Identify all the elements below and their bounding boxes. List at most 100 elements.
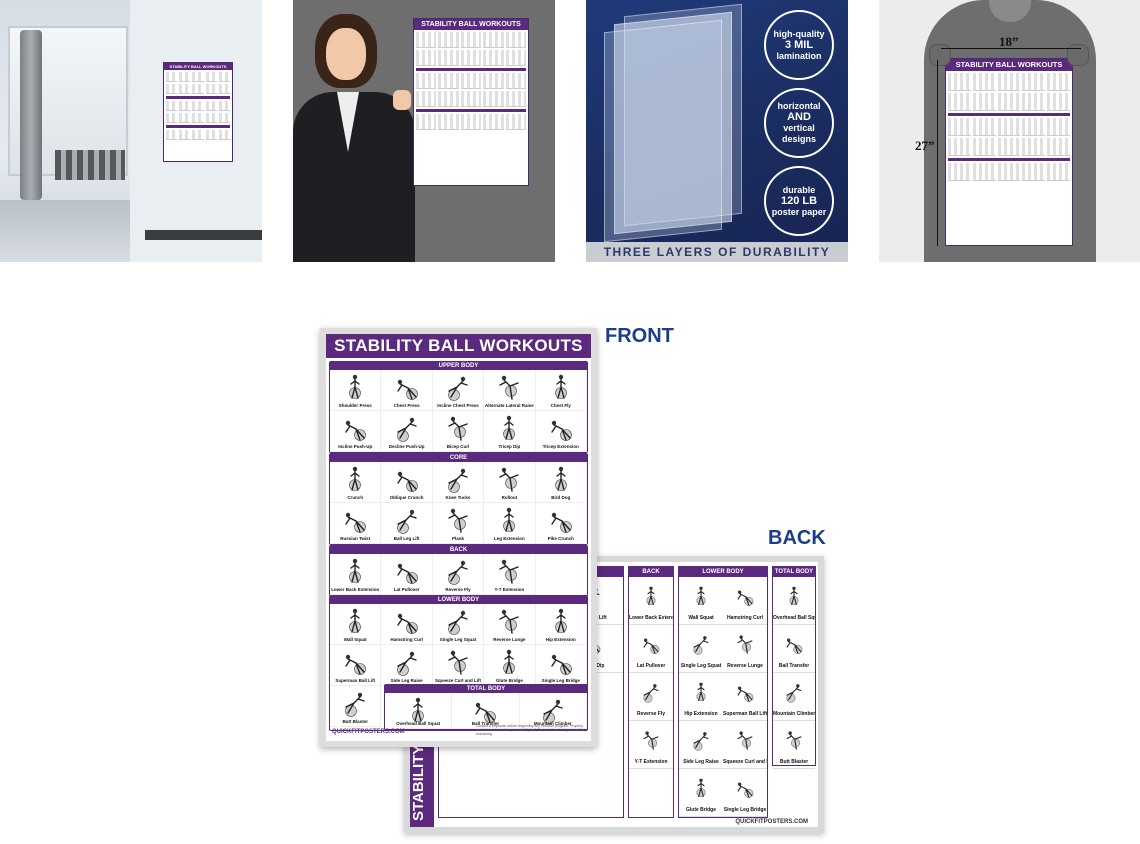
section-back: BACK Lower Back Extension Lat Pullover Rev…: [329, 545, 588, 596]
exercise-cell: Hamstring Curl: [723, 577, 767, 625]
exercise-name: Ball Transfer: [778, 663, 810, 669]
exercise-figure-icon: [345, 692, 365, 717]
exercise-figure-icon: [786, 731, 802, 750]
exercise-figure-icon: [448, 376, 468, 401]
woman-face: [326, 28, 366, 80]
room-bench: [145, 230, 262, 240]
exercise-cell: Glute Bridge: [484, 645, 536, 686]
exercise-name: Superman Ball Lift: [335, 678, 376, 683]
thumbnail-woman-holding-poster[interactable]: STABILITY BALL WORKOUTS: [293, 0, 555, 262]
exercise-name: Leg Extension: [493, 536, 525, 541]
exercise-figure-icon: [737, 635, 753, 654]
exercise-cell: Chest Press: [381, 370, 433, 411]
exercise-name: Chest Press: [393, 403, 420, 408]
section-back-header: BACK: [330, 546, 587, 554]
exercise-cell: Rollout: [484, 462, 536, 503]
exercise-name: Hamstring Curl: [726, 615, 764, 621]
exercise-cell: Incline Chest Press: [432, 370, 485, 411]
exercise-figure-icon: [693, 732, 709, 751]
exercise-figure-icon: [551, 420, 572, 441]
exercise-figure-icon: [499, 467, 520, 492]
exercise-figure-icon: [448, 468, 468, 493]
exercise-cell: Hip Extension: [535, 604, 587, 645]
punching-bag: [20, 30, 42, 200]
thumbnail-gym-room[interactable]: STABILITY BALL WORKOUTS: [0, 0, 262, 262]
mini-poster: STABILITY BALL WORKOUTS: [163, 62, 233, 162]
exercise-figure-icon: [448, 416, 468, 441]
durability-caption: THREE LAYERS OF DURABILITY: [586, 242, 848, 262]
exercise-cell: Ball Transfer: [452, 693, 520, 729]
exercise-cell: Overhead Ball Squat: [385, 693, 453, 729]
exercise-cell: Leg Extension: [484, 503, 536, 544]
person-neck: [989, 0, 1031, 22]
exercise-cell: Superman Ball Lift: [723, 673, 767, 721]
exercise-figure-icon: [396, 471, 418, 492]
exercise-figure-icon: [396, 417, 417, 442]
mini-poster-title: STABILITY BALL WORKOUTS: [946, 59, 1072, 71]
exercise-name: Mountain Climber: [773, 711, 815, 717]
back-poster-footer: QUICKFITPOSTERS.COM: [735, 819, 808, 825]
width-dimension-line: [941, 48, 1081, 49]
exercise-name: Mountain Climber: [533, 721, 572, 726]
exercise-cell: Butt Blaster: [330, 686, 382, 727]
exercise-cell: Hip Extension: [679, 673, 723, 721]
exercise-figure-icon: [349, 466, 361, 491]
right-hand: [1067, 44, 1089, 66]
mini-poster-title: STABILITY BALL WORKOUTS: [164, 63, 232, 70]
exercise-figure-icon: [643, 684, 659, 703]
exercise-figure-icon: [349, 374, 361, 399]
height-dimension-line: [937, 60, 938, 246]
exercise-cell: Crunch: [330, 462, 382, 503]
exercise-cell: Side Leg Raise: [381, 645, 433, 686]
exercise-figure-icon: [554, 374, 567, 399]
exercise-name: Single Leg Squat: [439, 637, 477, 642]
exercise-cell: Chest Fly: [535, 370, 587, 411]
exercise-cell: Plank: [432, 503, 485, 544]
exercise-cell: Overhead Ball Squat: [773, 577, 815, 625]
exercise-cell: Superman Ball Lift: [330, 645, 382, 686]
woman-hand: [393, 90, 411, 110]
exercise-cell: Reverse Lunge: [484, 604, 536, 645]
exercise-cell: Wall Squat: [330, 604, 382, 645]
exercise-figure-icon: [448, 560, 468, 585]
exercise-name: Lower Back Extension: [331, 587, 380, 592]
exercise-name: Bird Dog: [551, 495, 571, 500]
exercise-name: Lower Back Extension: [629, 615, 673, 621]
back-column-lower-body-header: LOWER BODY: [679, 567, 767, 577]
exercise-name: Reverse Lunge: [493, 637, 526, 642]
exercise-figure-icon: [349, 558, 361, 583]
exercise-name: Chest Fly: [550, 403, 571, 408]
exercise-cell: Lat Pullover: [629, 625, 673, 673]
exercise-cell: Lower Back Extension: [629, 577, 673, 625]
exercise-cell: Y-T Extension: [484, 554, 536, 595]
exercise-name: Side Leg Raise: [683, 759, 719, 765]
exercise-figure-icon: [737, 782, 754, 798]
section-upper-body-header: UPPER BODY: [330, 362, 587, 370]
exercise-name: Lat Pullover: [393, 587, 420, 592]
exercise-cell: Reverse Fly: [629, 673, 673, 721]
exercise-name: Incline Chest Press: [437, 403, 479, 408]
exercise-cell: Reverse Fly: [432, 554, 485, 595]
exercise-figure-icon: [646, 586, 656, 606]
exercise-cell: Tricep Dip: [484, 411, 536, 452]
exercise-name: Superman Ball Lift: [723, 711, 767, 717]
exercise-figure-icon: [789, 586, 799, 606]
exercise-cell: Hamstring Curl: [381, 604, 433, 645]
exercise-name: Hip Extension: [545, 637, 576, 642]
thumbnail-size-reference[interactable]: STABILITY BALL WORKOUTS 18” 27”: [879, 0, 1140, 262]
exercise-cell: Single Leg Bridge: [535, 645, 587, 686]
exercise-cell: Mountain Climber: [773, 673, 815, 721]
exercise-cell: Wall Squat: [679, 577, 723, 625]
exercise-figure-icon: [396, 651, 417, 676]
exercise-cell: Incline Push-Up: [330, 411, 382, 452]
exercise-name: Shoulder Press: [338, 403, 372, 408]
exercise-cell: Ball Leg Lift: [381, 503, 433, 544]
exercise-name: Decline Push-Up: [388, 444, 425, 449]
exercise-cell: Lat Pullover: [381, 554, 433, 595]
exercise-cell: Ball Transfer: [773, 625, 815, 673]
exercise-figure-icon: [448, 650, 468, 675]
exercise-name: Alternate Lateral Raise: [484, 403, 534, 408]
